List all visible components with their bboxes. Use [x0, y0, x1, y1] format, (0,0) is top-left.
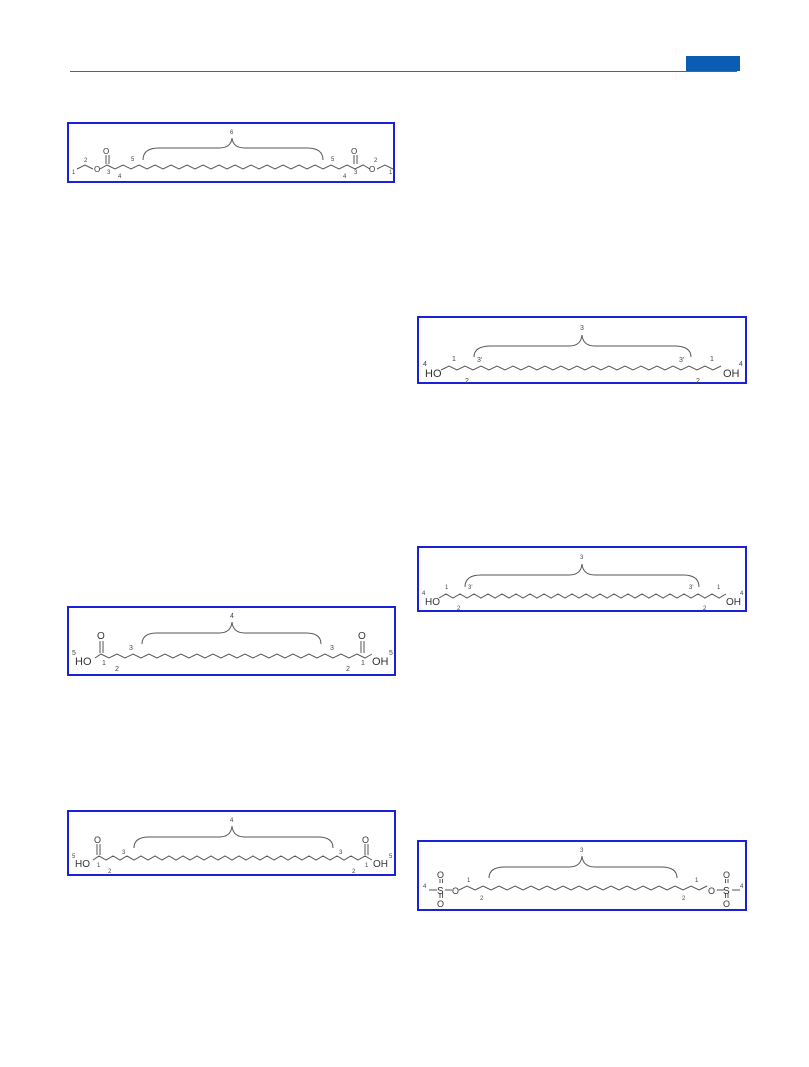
- structure-diacid-b: O O HO OH 5 5 1 1 2 2 3 3 4: [72, 818, 393, 875]
- label-c1-right: 1: [695, 878, 699, 884]
- label-hydroxyl-left: 5: [72, 854, 76, 860]
- label-methyl-right: 1: [389, 170, 393, 176]
- label-chain-end-right: 3': [689, 585, 693, 591]
- label-c1-left: 1: [452, 356, 456, 363]
- structure-panel-diethyl-ester: O O O O 1 1 2 2 3 3 4 4 5 5 6: [67, 122, 395, 183]
- label-beta-right: 5: [331, 157, 335, 163]
- label-carboxyl-right: 1: [361, 660, 365, 667]
- label-c2-right: 2: [703, 606, 707, 612]
- label-oxy-ch2-left: 2: [84, 158, 88, 164]
- sulfonyl-oxygen-top-left: O: [437, 870, 444, 880]
- label-c1-right: 1: [717, 585, 721, 591]
- sulfur-left: S: [437, 886, 444, 897]
- sulfonyl-oxygen-bottom-right: O: [723, 899, 730, 909]
- label-carboxyl-left: 1: [97, 863, 101, 869]
- carbonyl-oxygen-right: O: [358, 631, 366, 642]
- ester-oxygen-left: O: [452, 886, 459, 896]
- label-carbonyl-left: 3: [107, 170, 111, 176]
- structure-dimesylate: S S O O O O O O 4 4 1 1 2 2 3: [423, 848, 744, 909]
- structure-panel-dimesylate: S S O O O O O O 4 4 1 1 2 2 3: [417, 840, 747, 911]
- label-c1-left: 1: [467, 878, 471, 884]
- label-chain: 3: [580, 325, 584, 332]
- label-chain-end-left: 3': [468, 585, 472, 591]
- structure-diol-b: HO OH 4 4 1 1 2 2 3' 3' 3: [422, 555, 744, 612]
- sulfonyl-oxygen-bottom-left: O: [437, 899, 444, 909]
- carbonyl-oxygen-right: O: [362, 835, 369, 845]
- label-beta-left: 5: [131, 157, 135, 163]
- label-c2-left: 2: [465, 378, 469, 385]
- label-chain: 4: [230, 613, 234, 620]
- label-beta-right: 3: [339, 850, 343, 856]
- structure-diacid-a: O O HO OH 5 5 1 1 2 2 3 3 4: [72, 613, 393, 673]
- label-oxy-ch2-right: 2: [374, 158, 378, 164]
- label-hydroxyl-right: 5: [389, 650, 393, 657]
- structure-diol-a: HO OH 4 4 1 1 2 2 3' 3' 3: [423, 325, 743, 385]
- label-hydroxyl-left: 4: [422, 591, 426, 597]
- label-methyl-left: 1: [72, 170, 76, 176]
- header-tab: [686, 56, 740, 71]
- label-alpha-right: 4: [343, 174, 347, 180]
- structure-panel-diol-b: HO OH 4 4 1 1 2 2 3' 3' 3: [417, 546, 747, 612]
- carbonyl-oxygen-left: O: [94, 835, 101, 845]
- ester-oxygen-right: O: [369, 165, 375, 174]
- label-hydroxyl-left: 5: [72, 650, 76, 657]
- hydroxyl-right: OH: [373, 859, 388, 870]
- carbonyl-oxygen-left: O: [103, 147, 109, 156]
- label-beta-left: 3: [122, 850, 126, 856]
- hydroxyl-left: HO: [75, 656, 92, 668]
- label-alpha-left: 2: [108, 869, 112, 875]
- label-methyl-left: 4: [423, 884, 427, 890]
- label-beta-right: 3: [330, 645, 334, 652]
- label-c1-left: 1: [445, 585, 449, 591]
- label-chain: 6: [230, 130, 234, 136]
- ester-oxygen-right: O: [708, 886, 715, 896]
- header-rule: [70, 71, 737, 72]
- label-c2-right: 2: [682, 896, 686, 902]
- structure-panel-diacid-a: O O HO OH 5 5 1 1 2 2 3 3 4: [67, 606, 396, 676]
- ester-oxygen-left: O: [94, 165, 100, 174]
- label-hydroxyl-left: 4: [423, 361, 427, 368]
- label-chain: 4: [230, 818, 234, 824]
- carbonyl-oxygen-left: O: [97, 631, 105, 642]
- label-chain: 3: [580, 848, 584, 854]
- label-alpha-right: 2: [352, 869, 356, 875]
- label-hydroxyl-right: 4: [739, 361, 743, 368]
- label-beta-left: 3: [129, 645, 133, 652]
- structure-panel-diol-a: HO OH 4 4 1 1 2 2 3' 3' 3: [417, 316, 747, 385]
- sulfur-right: S: [723, 886, 730, 897]
- label-alpha-right: 2: [346, 666, 350, 673]
- sulfonyl-oxygen-top-right: O: [723, 870, 730, 880]
- label-alpha-left: 4: [118, 174, 122, 180]
- hydroxyl-right: OH: [372, 656, 389, 668]
- label-c2-left: 2: [480, 896, 484, 902]
- carbonyl-oxygen-right: O: [351, 147, 357, 156]
- label-hydroxyl-right: 5: [389, 854, 393, 860]
- label-chain: 3: [580, 555, 584, 561]
- label-alpha-left: 2: [115, 666, 119, 673]
- label-carboxyl-left: 1: [102, 660, 106, 667]
- label-carboxyl-right: 1: [365, 863, 369, 869]
- hydroxyl-right: OH: [723, 368, 740, 380]
- label-carbonyl-right: 3: [354, 170, 358, 176]
- label-c2-right: 2: [696, 378, 700, 385]
- structure-diethyl-ester: O O O O 1 1 2 2 3 3 4 4 5 5 6: [72, 130, 394, 180]
- label-chain-end-left: 3': [477, 357, 482, 364]
- hydroxyl-right: OH: [726, 597, 741, 608]
- hydroxyl-left: HO: [425, 368, 442, 380]
- label-c1-right: 1: [710, 356, 714, 363]
- label-hydroxyl-right: 4: [740, 591, 744, 597]
- hydroxyl-left: HO: [425, 597, 440, 608]
- structure-panel-diacid-b: O O HO OH 5 5 1 1 2 2 3 3 4: [67, 810, 396, 876]
- label-methyl-right: 4: [740, 884, 744, 890]
- label-c2-left: 2: [457, 606, 461, 612]
- label-chain-end-right: 3': [679, 357, 684, 364]
- hydroxyl-left: HO: [75, 859, 90, 870]
